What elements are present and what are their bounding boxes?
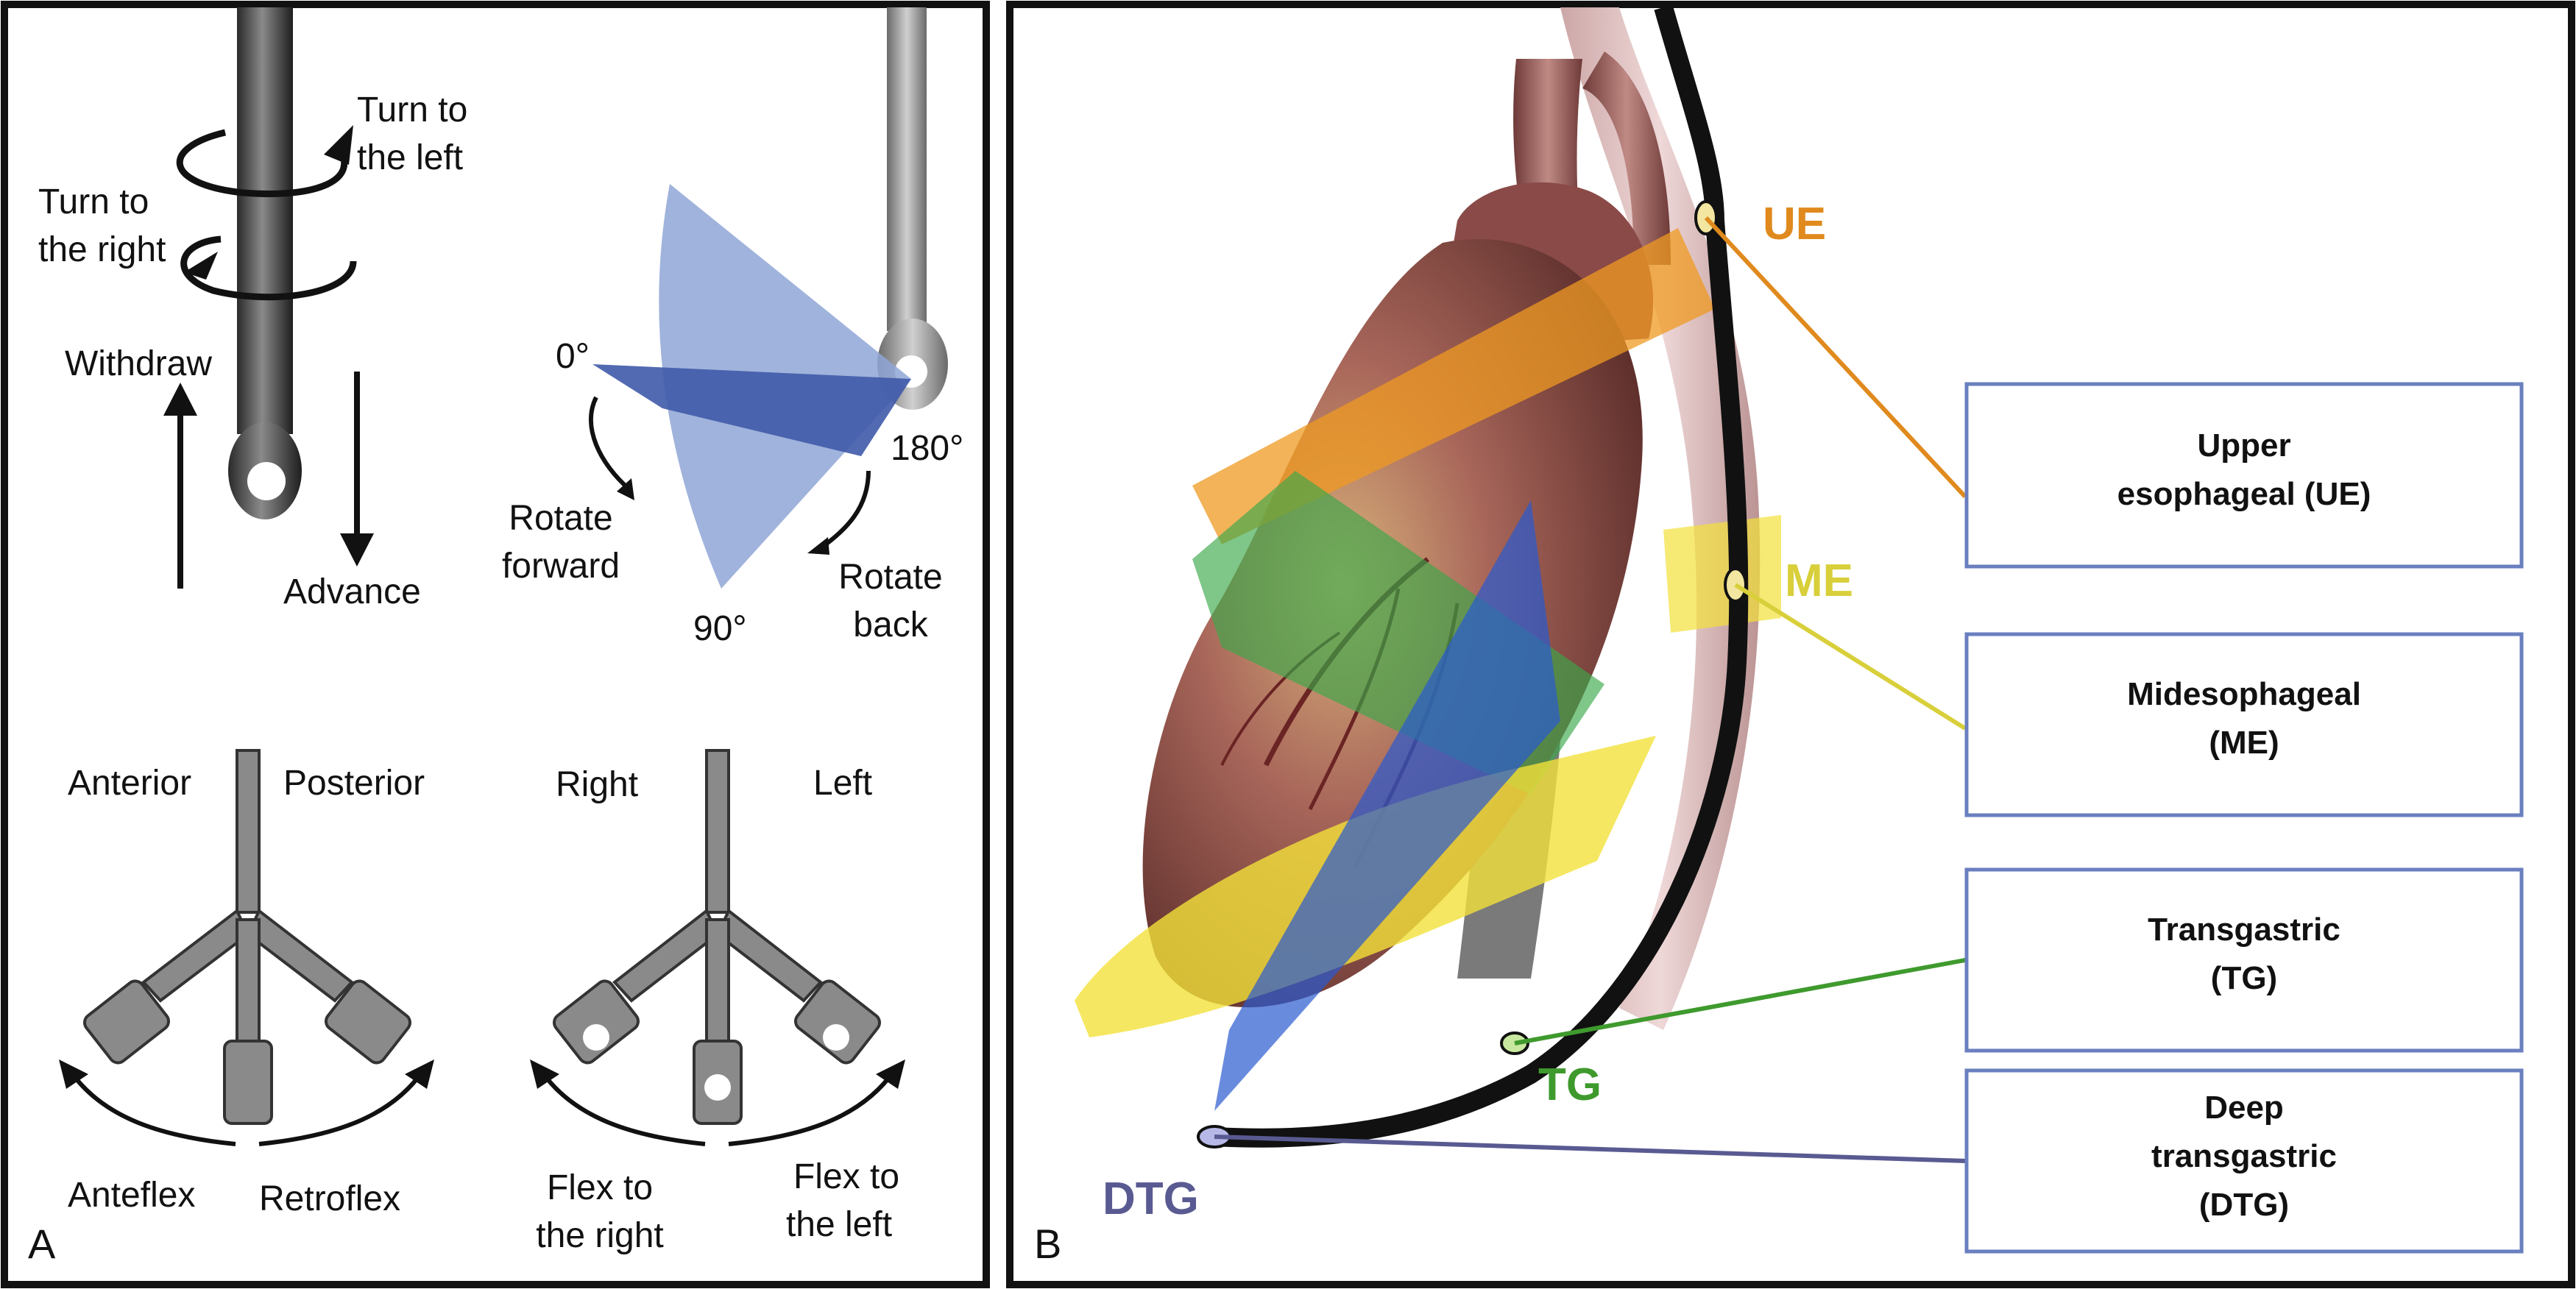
rotate-forward-arrowhead (617, 478, 634, 500)
label-turn-right-1: Turn to (38, 182, 149, 221)
turn-left-arrow-icon (177, 125, 353, 197)
label-rotate-back-1: Rotate (838, 558, 942, 597)
box-me-line-2: (ME) (2209, 725, 2279, 761)
label-anterior: Anterior (68, 764, 191, 803)
label-ue: UE (1763, 199, 1826, 249)
box-dtg-line-2: transgastric (2151, 1138, 2337, 1174)
panel-a-letter: A (28, 1221, 56, 1267)
label-tg: TG (1538, 1059, 1602, 1110)
box-me-line-1: Midesophageal (2127, 676, 2361, 712)
label-turn-right-2: the right (38, 230, 166, 269)
anteflex-retroflex-arrows-icon (68, 1069, 425, 1146)
imaging-plane-fan-icon (592, 184, 911, 589)
label-rotate-forward-2: forward (502, 547, 620, 586)
box-deep-transgastric: Deep transgastric (DTG) (1964, 1068, 2524, 1254)
flex-left-right-arrows-icon (539, 1069, 896, 1146)
label-turn-left-1: Turn to (357, 90, 467, 129)
box-ue-line-2: esophageal (UE) (2117, 476, 2371, 512)
box-upper-esophageal: Upper esophageal (UE) (1964, 382, 2524, 569)
label-angle-180: 180° (891, 429, 963, 468)
anteflex-retroflex-control-icon (83, 749, 411, 1125)
label-me: ME (1785, 555, 1853, 606)
label-retroflex: Retroflex (259, 1179, 400, 1218)
label-left: Left (813, 764, 872, 803)
label-flex-left-2: the left (786, 1205, 892, 1244)
box-tg-line-2: (TG) (2211, 960, 2277, 996)
anteflex-arrowhead (59, 1059, 88, 1089)
withdraw-arrowhead (163, 383, 197, 416)
label-advance: Advance (283, 572, 421, 611)
panel-a-frame (1, 1, 990, 1288)
label-withdraw: Withdraw (65, 344, 212, 383)
probe-rotation-icon (228, 7, 302, 519)
dtg-leader-line (1214, 1134, 1966, 1163)
box-tg-line-1: Transgastric (2148, 912, 2340, 948)
tg-leader-line (1514, 958, 1966, 1045)
panel-b-letter: B (1034, 1221, 1061, 1267)
label-dtg: DTG (1103, 1173, 1199, 1224)
advance-arrowhead (340, 533, 374, 567)
box-transgastric: Transgastric (TG) (1964, 867, 2524, 1053)
label-angle-0: 0° (556, 337, 590, 376)
rotate-arrows-icon (588, 396, 871, 550)
box-dtg-line-3: (DTG) (2199, 1187, 2289, 1223)
label-flex-right-2: the right (536, 1216, 663, 1255)
turn-right-arrow-icon (180, 235, 357, 301)
label-posterior: Posterior (283, 764, 425, 803)
retroflex-arrowhead (405, 1059, 434, 1089)
label-angle-90: 90° (693, 609, 747, 648)
ue-leader-line (1704, 216, 1967, 499)
rotate-back-arrowhead (807, 537, 829, 555)
me-leader-line (1734, 583, 1967, 731)
flex-right-arrowhead (530, 1059, 559, 1089)
box-midesophageal: Midesophageal (ME) (1964, 632, 2524, 817)
probe-multiplane-icon (877, 7, 948, 410)
label-anteflex: Anteflex (68, 1176, 195, 1215)
imaging-planes-illustration (1075, 228, 1781, 1111)
flex-left-arrowhead (876, 1059, 905, 1089)
label-flex-left-1: Flex to (793, 1157, 899, 1196)
label-rotate-back-2: back (853, 606, 928, 644)
label-turn-left-2: the left (357, 138, 463, 177)
box-ue-line-1: Upper (2197, 427, 2290, 464)
flex-control-windows-icon (583, 1024, 849, 1101)
label-flex-right-1: Flex to (547, 1168, 653, 1207)
label-right: Right (556, 765, 638, 804)
label-rotate-forward-1: Rotate (509, 499, 612, 538)
box-dtg-line-1: Deep (2204, 1090, 2284, 1126)
